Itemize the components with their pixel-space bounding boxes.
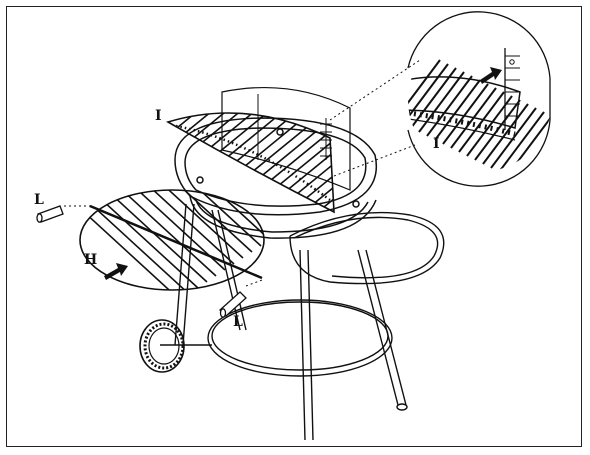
detail-callout xyxy=(407,11,552,187)
upper-grill-grid xyxy=(165,112,335,214)
detail-grill-bar xyxy=(458,91,505,153)
grill-bar xyxy=(219,119,331,211)
detail-grill-bar xyxy=(498,111,545,172)
grate-bar xyxy=(113,190,235,265)
grate-bar xyxy=(231,76,351,186)
arrow-h xyxy=(104,263,128,280)
grate-bar xyxy=(104,190,226,271)
grate-bar xyxy=(80,190,181,290)
grill-bar xyxy=(191,113,303,187)
wheel xyxy=(139,319,185,373)
detail-grill-bar xyxy=(450,87,497,149)
grate-bar xyxy=(86,190,208,283)
lower-charcoal-grate xyxy=(79,64,369,291)
detail-grill-bar xyxy=(426,75,473,137)
grate-bar xyxy=(95,190,217,277)
detail-grill-bar xyxy=(506,115,552,172)
cart-frame xyxy=(160,203,445,441)
detail-grill-bar xyxy=(408,59,441,121)
guide-lines xyxy=(64,59,421,287)
detail-grill-bar xyxy=(408,63,449,125)
grill-bar xyxy=(289,179,334,212)
label-pin-bottom: L xyxy=(233,314,243,330)
detail-grill-bar xyxy=(434,79,481,141)
label-grate-lower: H xyxy=(84,252,97,268)
grate-bar xyxy=(122,190,244,259)
label-grill-upper: I xyxy=(155,108,162,124)
pin-bottom xyxy=(219,291,247,318)
detail-grill-bar xyxy=(410,67,457,129)
grill-bar xyxy=(168,113,268,157)
grate-bar xyxy=(80,190,199,289)
pin-left xyxy=(36,205,64,223)
detail-grill-bar xyxy=(442,83,489,145)
label-pin-left: L xyxy=(34,192,44,208)
grill-bar xyxy=(226,125,334,212)
grate-bar xyxy=(131,190,253,253)
label-grill-detail: I xyxy=(433,136,440,152)
detail-grill-bar xyxy=(418,71,465,133)
detail-grill-bar xyxy=(490,107,537,169)
grill-bar xyxy=(247,143,334,212)
grate-bar xyxy=(249,64,369,174)
detail-grill-bar xyxy=(482,103,529,165)
grill-bar xyxy=(254,149,334,212)
grill-bar xyxy=(296,185,334,212)
grill-bar xyxy=(198,113,310,193)
grill-bar xyxy=(261,155,334,212)
grate-bar xyxy=(149,190,264,241)
